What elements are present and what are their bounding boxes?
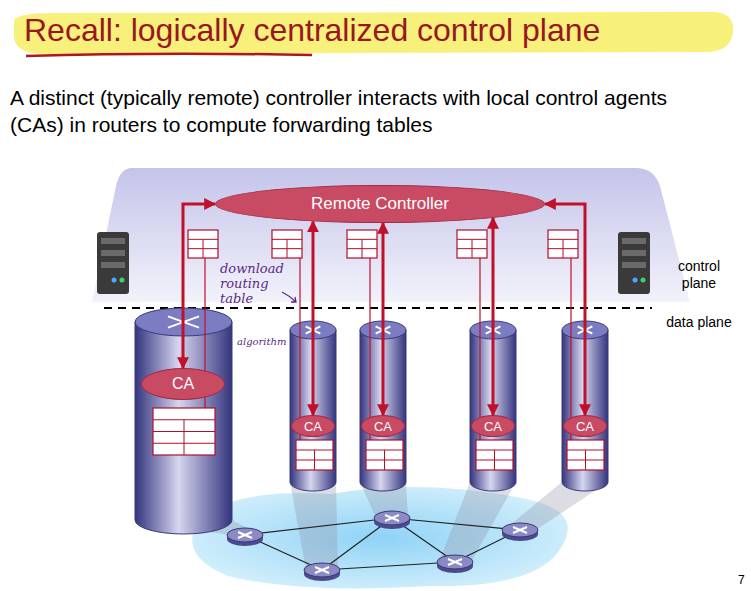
router-shadow [439, 482, 516, 562]
network-router [227, 528, 263, 546]
node-label: CA [374, 419, 392, 434]
control-arrow [312, 221, 315, 415]
network-router [374, 511, 410, 529]
control-arrow [545, 204, 585, 415]
title-underline [26, 54, 312, 56]
control-agent: CA [361, 415, 405, 437]
network-router [502, 523, 538, 541]
slide-title: Recall: logically centralized control pl… [24, 12, 600, 49]
hand-pointer [282, 292, 296, 302]
download-line [479, 258, 480, 440]
control-agent: CA [291, 415, 335, 437]
server-icon [618, 232, 650, 294]
table-icon [548, 230, 578, 258]
control-arrow [492, 218, 495, 415]
node-label: CA [172, 375, 194, 393]
server-icon [97, 232, 129, 294]
plane-label: control plane [664, 258, 734, 292]
download-line [299, 258, 300, 440]
title-highlight [14, 12, 733, 54]
control-agent: CA [471, 415, 515, 437]
download-line [369, 258, 370, 440]
handwritten-note: algorithm [237, 336, 289, 347]
node-label: Remote Controller [311, 194, 449, 214]
network-router [304, 563, 340, 581]
handwritten-note: download routing table [220, 262, 286, 307]
control-arrow [382, 223, 385, 415]
table-icon [188, 230, 218, 258]
router-shadow [290, 482, 338, 570]
control-agent: CA [563, 415, 607, 437]
control-agent: CA [141, 368, 225, 400]
table-icon [272, 230, 302, 258]
network-router [437, 555, 473, 573]
node-label: CA [484, 419, 502, 434]
node-label: CA [304, 419, 322, 434]
table-icon [457, 230, 487, 258]
forwarding-table [567, 440, 604, 470]
download-line [570, 258, 571, 440]
page-number: 7 [738, 574, 750, 587]
forwarding-table [366, 440, 403, 470]
forwarding-table [153, 408, 215, 455]
plane-label: data plane [664, 314, 734, 331]
forwarding-table [476, 440, 513, 470]
forwarding-table [296, 440, 333, 470]
table-icon [347, 230, 377, 258]
network-link [322, 562, 455, 570]
network-link [392, 518, 520, 530]
network-link [245, 518, 392, 535]
control-arrow [183, 204, 215, 368]
description-text: A distinct (typically remote) controller… [10, 84, 710, 139]
controller-ellipse: Remote Controller [215, 185, 545, 223]
node-label: CA [576, 419, 594, 434]
